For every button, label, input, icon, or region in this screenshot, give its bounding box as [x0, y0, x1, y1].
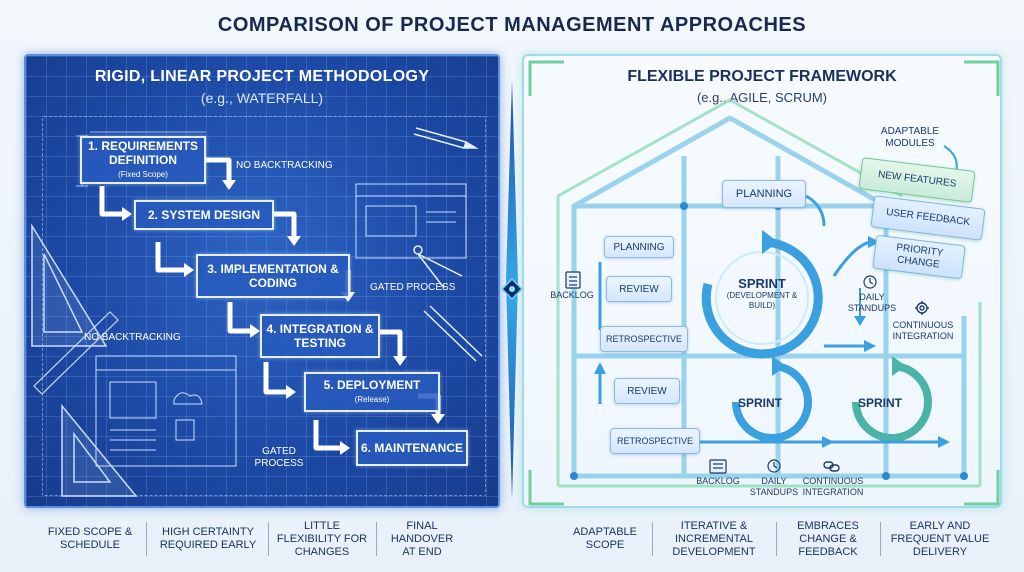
bottom-separator [268, 522, 269, 556]
sprint-3-label: SPRINT [857, 396, 902, 410]
wireframe-window-icon [355, 183, 467, 259]
pencil-2-icon [423, 305, 483, 362]
step-note: (Fixed Scope) [118, 169, 168, 179]
blueprint-frame [42, 116, 486, 496]
house-frame-outer [556, 98, 982, 488]
step-label: 3. IMPLEMENTATION & CODING [207, 262, 339, 290]
sprint-3-cycle-icon [852, 362, 932, 442]
continuous-integration-side-label: CONTINUOUS INTEGRATION [892, 320, 954, 341]
sprint-main-arrowhead [762, 230, 778, 254]
sprint-2-label: SPRINT [737, 396, 782, 410]
bottom-left-item-3: LITTLE FLEXIBILITY FOR CHANGES [276, 519, 368, 558]
sprint-2-cycle-icon [732, 362, 812, 442]
backlog-side-label: BACKLOG [550, 290, 594, 300]
agile-structure [528, 60, 1000, 506]
bottom-left-item-1: FIXED SCOPE & SCHEDULE [47, 526, 133, 551]
step-maintenance: 6. MAINTENANCE [356, 430, 468, 466]
pencil-icon [413, 127, 479, 149]
step-label: 6. MAINTENANCE [360, 441, 463, 455]
retrospective-box-1: RETROSPECTIVE [600, 326, 688, 352]
backlog-bottom-icon [709, 459, 727, 474]
review-box-1: REVIEW [606, 276, 672, 302]
step-label: 4. INTEGRATION & TESTING [266, 322, 374, 350]
agile-arrowheads [594, 236, 950, 448]
backlog-bottom-label: BACKLOG [696, 476, 740, 486]
planning-top-box: PLANNING [722, 180, 806, 208]
divider-diamond-icon [501, 278, 523, 300]
bottom-separator [776, 522, 777, 556]
bottom-separator [376, 522, 377, 556]
step-label: 5. DEPLOYMENT [323, 377, 421, 392]
bottom-separator [880, 522, 881, 556]
bottom-right-item-3: EMBRACES CHANGE & FEEDBACK [797, 519, 859, 558]
waterfall-arrowheads [122, 180, 445, 455]
backlog-side-icon [565, 271, 581, 289]
agile-panel: FLEXIBLE PROJECT FRAMEWORK (e.g., AGILE,… [522, 54, 1002, 508]
blueprint-decorations [31, 127, 483, 497]
bottom-right-item-4: EARLY AND FREQUENT VALUE DELIVERY [890, 519, 990, 558]
panel-corner-brackets [528, 60, 1000, 506]
sprint-main-cycle-icon [701, 237, 823, 359]
step-label: 1. REQUIREMENTS DEFINITION [87, 138, 198, 167]
page-title: COMPARISON OF PROJECT MANAGEMENT APPROAC… [217, 14, 807, 36]
gated-process-label-1: GATED PROCESS [370, 282, 456, 293]
wireframe-screen-icon [95, 355, 237, 467]
panel-divider [501, 80, 523, 500]
bottom-right-item-1: ADAPTABLE SCOPE [573, 526, 637, 551]
set-square-icon [31, 223, 108, 347]
waterfall-title: RIGID, LINEAR PROJECT METHODOLOGY [94, 68, 430, 85]
step-system-design: 2. SYSTEM DESIGN [134, 200, 274, 230]
bottom-right-item-2: ITERATIVE & INCREMENTAL DEVELOPMENT [672, 519, 756, 558]
sprint-main-note: (DEVELOPMENT & BUILD) [726, 291, 798, 310]
step-integration: 4. INTEGRATION & TESTING [260, 314, 380, 358]
daily-standups-side-label: DAILY STANDUPS [847, 292, 897, 313]
link-icon [823, 461, 840, 472]
stopwatch-icon [767, 459, 781, 473]
gated-process-label-2: GATED PROCESS [254, 446, 304, 469]
bottom-left-item-4: FINAL HANDOVER AT END [390, 519, 454, 558]
step-note: (Release) [354, 394, 390, 404]
waterfall-subtitle: (e.g., WATERFALL) [200, 90, 324, 106]
bottom-left-item-2: HIGH CERTAINTY REQUIRED EARLY [159, 526, 257, 551]
no-backtracking-label-1: NO BACKTRACKING [236, 160, 333, 171]
bottom-separator [652, 522, 653, 556]
agile-title: FLEXIBLE PROJECT FRAMEWORK [627, 68, 897, 85]
planning-box: PLANNING [604, 236, 674, 258]
step-requirements: 1. REQUIREMENTS DEFINITION (Fixed Scope) [80, 136, 206, 184]
continuous-integration-bottom-label: CONTINUOUS INTEGRATION [802, 476, 864, 497]
sprint-main-title: SPRINT [738, 276, 786, 291]
sprint-main-label: SPRINT (DEVELOPMENT & BUILD) [712, 276, 812, 311]
set-square-bottom-icon [61, 403, 138, 497]
bottom-separator [146, 522, 147, 556]
gear-icon [915, 301, 929, 315]
step-label: 2. SYSTEM DESIGN [147, 208, 261, 222]
daily-standups-bottom-label: DAILY STANDUPS [749, 476, 799, 497]
adaptable-modules-label: ADAPTABLE MODULES [880, 126, 940, 149]
review-box-2: REVIEW [614, 378, 680, 404]
retrospective-box-2: RETROSPECTIVE [610, 428, 700, 454]
waterfall-panel: RIGID, LINEAR PROJECT METHODOLOGY (e.g.,… [24, 54, 500, 508]
clock-icon [863, 275, 877, 289]
ruler-icon [33, 311, 119, 395]
no-backtracking-label-2: NO BACKTRACKING [84, 332, 181, 343]
step-implementation: 3. IMPLEMENTATION & CODING [196, 254, 350, 298]
agile-arrows [598, 194, 940, 444]
step-deployment: 5. DEPLOYMENT (Release) [304, 372, 440, 412]
